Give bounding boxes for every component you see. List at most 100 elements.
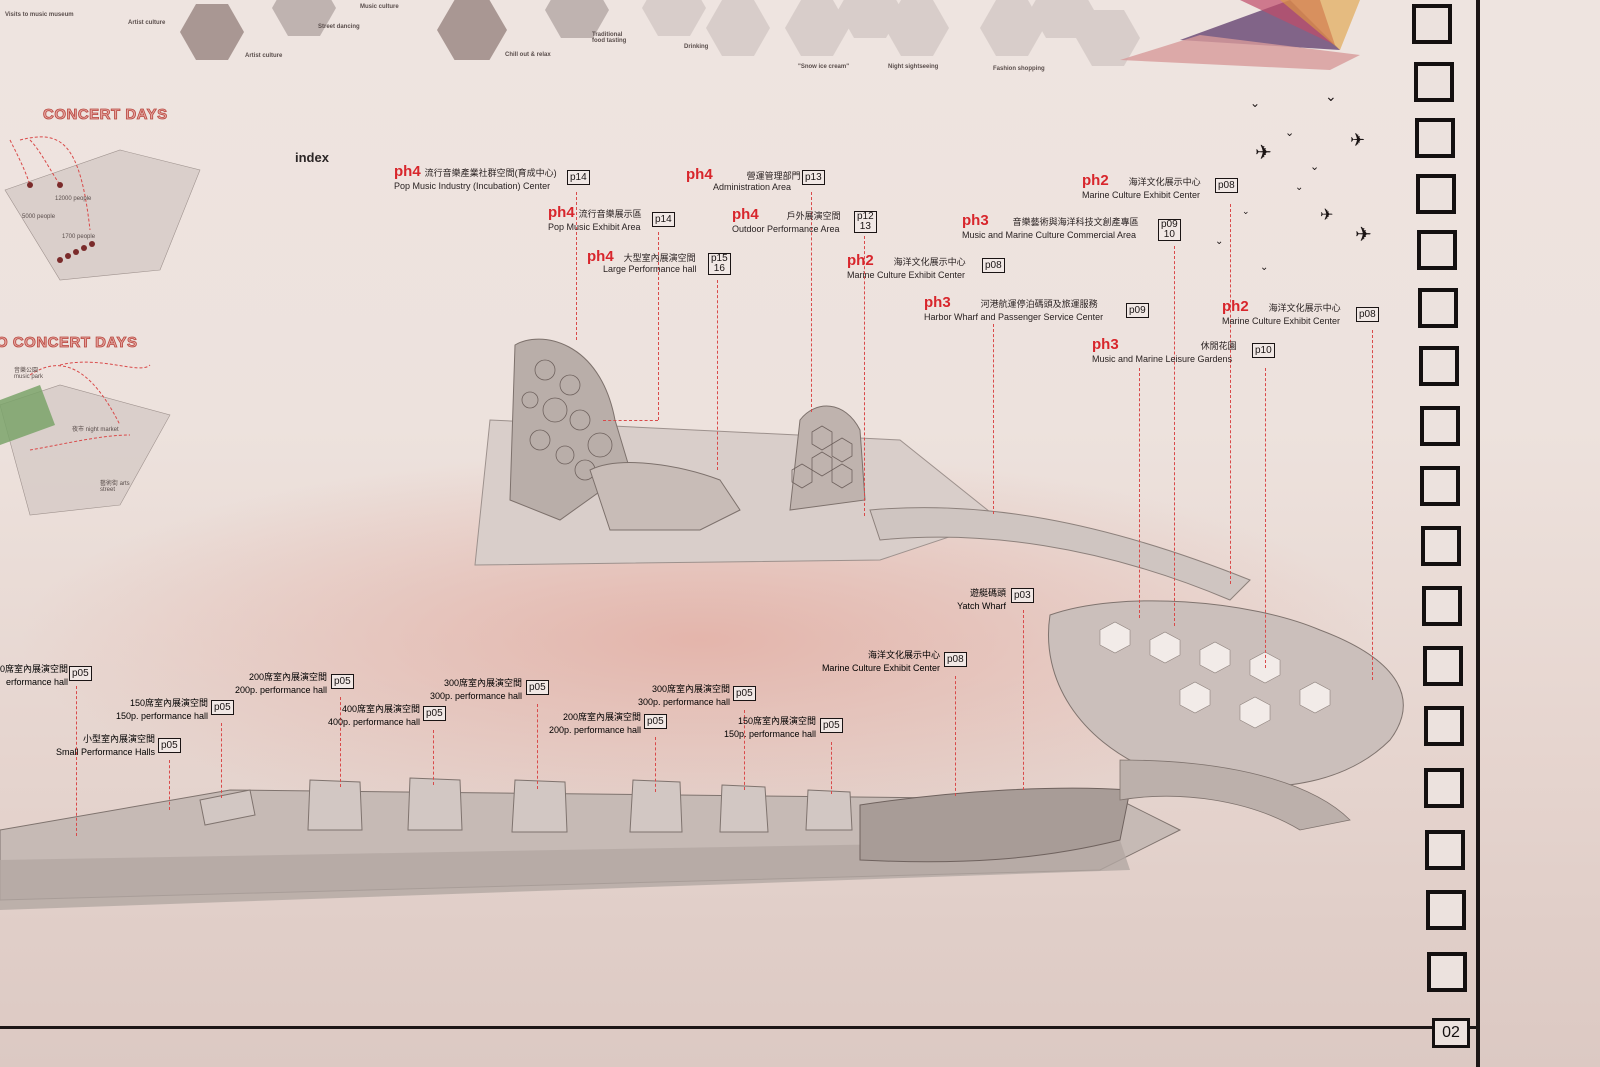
label-perf-150a: 150席室內展演空間 150p. performance hall <box>115 698 208 721</box>
colorful-mountain-graphic <box>1120 0 1360 70</box>
label-perf-150b: 150席室內展演空間 150p. performance hall <box>723 716 816 739</box>
bird-icon: ⌄ <box>1295 182 1304 193</box>
label-large-performance-en: Large Performance hall <box>603 264 697 274</box>
label-perf-left: 0席室內展演空間 erformance hall <box>0 664 69 687</box>
label-administration-en: Administration Area <box>713 182 792 192</box>
page-ref-box: p08 <box>982 258 1005 273</box>
frame-border <box>1476 0 1480 1067</box>
hex-icon <box>706 0 770 56</box>
page-ref-box: p08 <box>1356 307 1379 322</box>
label-marine-culture-4: 海洋文化展示中心 Marine Culture Exhibit Center <box>821 650 940 673</box>
page-ref-box: p14 <box>567 170 590 185</box>
note: 音樂公園 music park <box>14 368 44 380</box>
frame-border-bottom <box>0 1026 1480 1029</box>
caption: Night sightseeing <box>888 64 939 70</box>
page-ref-box: p10 <box>1252 343 1275 358</box>
film-square <box>1417 230 1457 270</box>
bird-icon: ✈ <box>1320 207 1334 224</box>
film-square <box>1416 174 1456 214</box>
page-ref-box: p05 <box>211 700 234 715</box>
film-square <box>1426 890 1466 930</box>
page-ref-box: p13 <box>802 170 825 185</box>
note: 夜市 night market <box>72 427 119 433</box>
caption: Music culture <box>360 4 399 10</box>
film-square <box>1424 768 1464 808</box>
film-square <box>1412 4 1452 44</box>
phase-tag: ph4 <box>394 163 421 180</box>
note: 1700 people <box>62 234 96 240</box>
film-square <box>1415 118 1455 158</box>
film-square <box>1414 62 1454 102</box>
page-ref-box: p05 <box>820 718 843 733</box>
page-ref-box: p08 <box>944 652 967 667</box>
hex-icon <box>885 0 949 56</box>
note: 藝術街 arts street <box>100 481 130 493</box>
concert-days-diagram <box>4 136 201 281</box>
caption: Street dancing <box>318 24 360 30</box>
non-concert-days-title: O CONCERT DAYS <box>0 334 138 352</box>
concert-days-title: CONCERT DAYS <box>43 106 168 124</box>
page-ref-box: p03 <box>1011 588 1034 603</box>
non-concert-days-diagram <box>0 361 171 516</box>
page-ref-box: p05 <box>69 666 92 681</box>
bird-icon: ✈ <box>1355 224 1372 246</box>
note: 12000 people <box>55 196 92 202</box>
bird-icon: ⌄ <box>1325 88 1337 104</box>
bird-icon: ⌄ <box>1260 262 1269 273</box>
page-ref-box: p05 <box>423 706 446 721</box>
hex-icon <box>785 0 849 56</box>
page-ref-box: p05 <box>158 738 181 753</box>
film-square <box>1418 288 1458 328</box>
film-square <box>1420 406 1460 446</box>
bird-icon: ⌄ <box>1242 206 1250 216</box>
page-ref-box: p08 <box>1215 178 1238 193</box>
label-perf-200b: 200席室內展演空間 200p. performance hall <box>548 712 641 735</box>
page-ref-box: p14 <box>652 212 675 227</box>
caption: Artist culture <box>245 53 283 59</box>
note: 5000 people <box>22 214 56 220</box>
page-ref-box: p05 <box>644 714 667 729</box>
page-number: 02 <box>1432 1018 1470 1048</box>
caption: Visits to music museum <box>5 12 74 18</box>
bird-icon: ⌄ <box>1310 161 1320 173</box>
page-ref-box: p05 <box>331 674 354 689</box>
label-perf-300a: 300席室內展演空間 300p. performance hall <box>429 678 522 701</box>
caption: Artist culture <box>128 20 166 26</box>
caption: Drinking <box>684 44 709 50</box>
index-label: index <box>295 150 329 165</box>
film-square <box>1421 526 1461 566</box>
caption: Traditional food tasting <box>592 32 627 44</box>
film-square <box>1422 586 1462 626</box>
bird-icon: ✈ <box>1350 130 1366 150</box>
caption: Fashion shopping <box>993 66 1045 72</box>
label-perf-small: 小型室內展演空間 Small Performance Halls <box>55 734 155 757</box>
label-perf-400: 400席室內展演空間 400p. performance hall <box>327 704 420 727</box>
bird-icon: ⌄ <box>1215 236 1224 247</box>
page-ref-box: p05 <box>733 686 756 701</box>
page-ref-box: p05 <box>526 680 549 695</box>
label-perf-200a: 200席室內展演空間 200p. performance hall <box>234 672 327 695</box>
caption: Chill out & relax <box>505 52 551 58</box>
hex-icon <box>180 4 244 60</box>
film-square <box>1420 466 1460 506</box>
bird-icon: ⌄ <box>1250 96 1261 110</box>
label-yacht-wharf: 遊艇碼頭 Yatch Wharf <box>957 588 1006 611</box>
film-square <box>1425 830 1465 870</box>
film-square <box>1427 952 1467 992</box>
